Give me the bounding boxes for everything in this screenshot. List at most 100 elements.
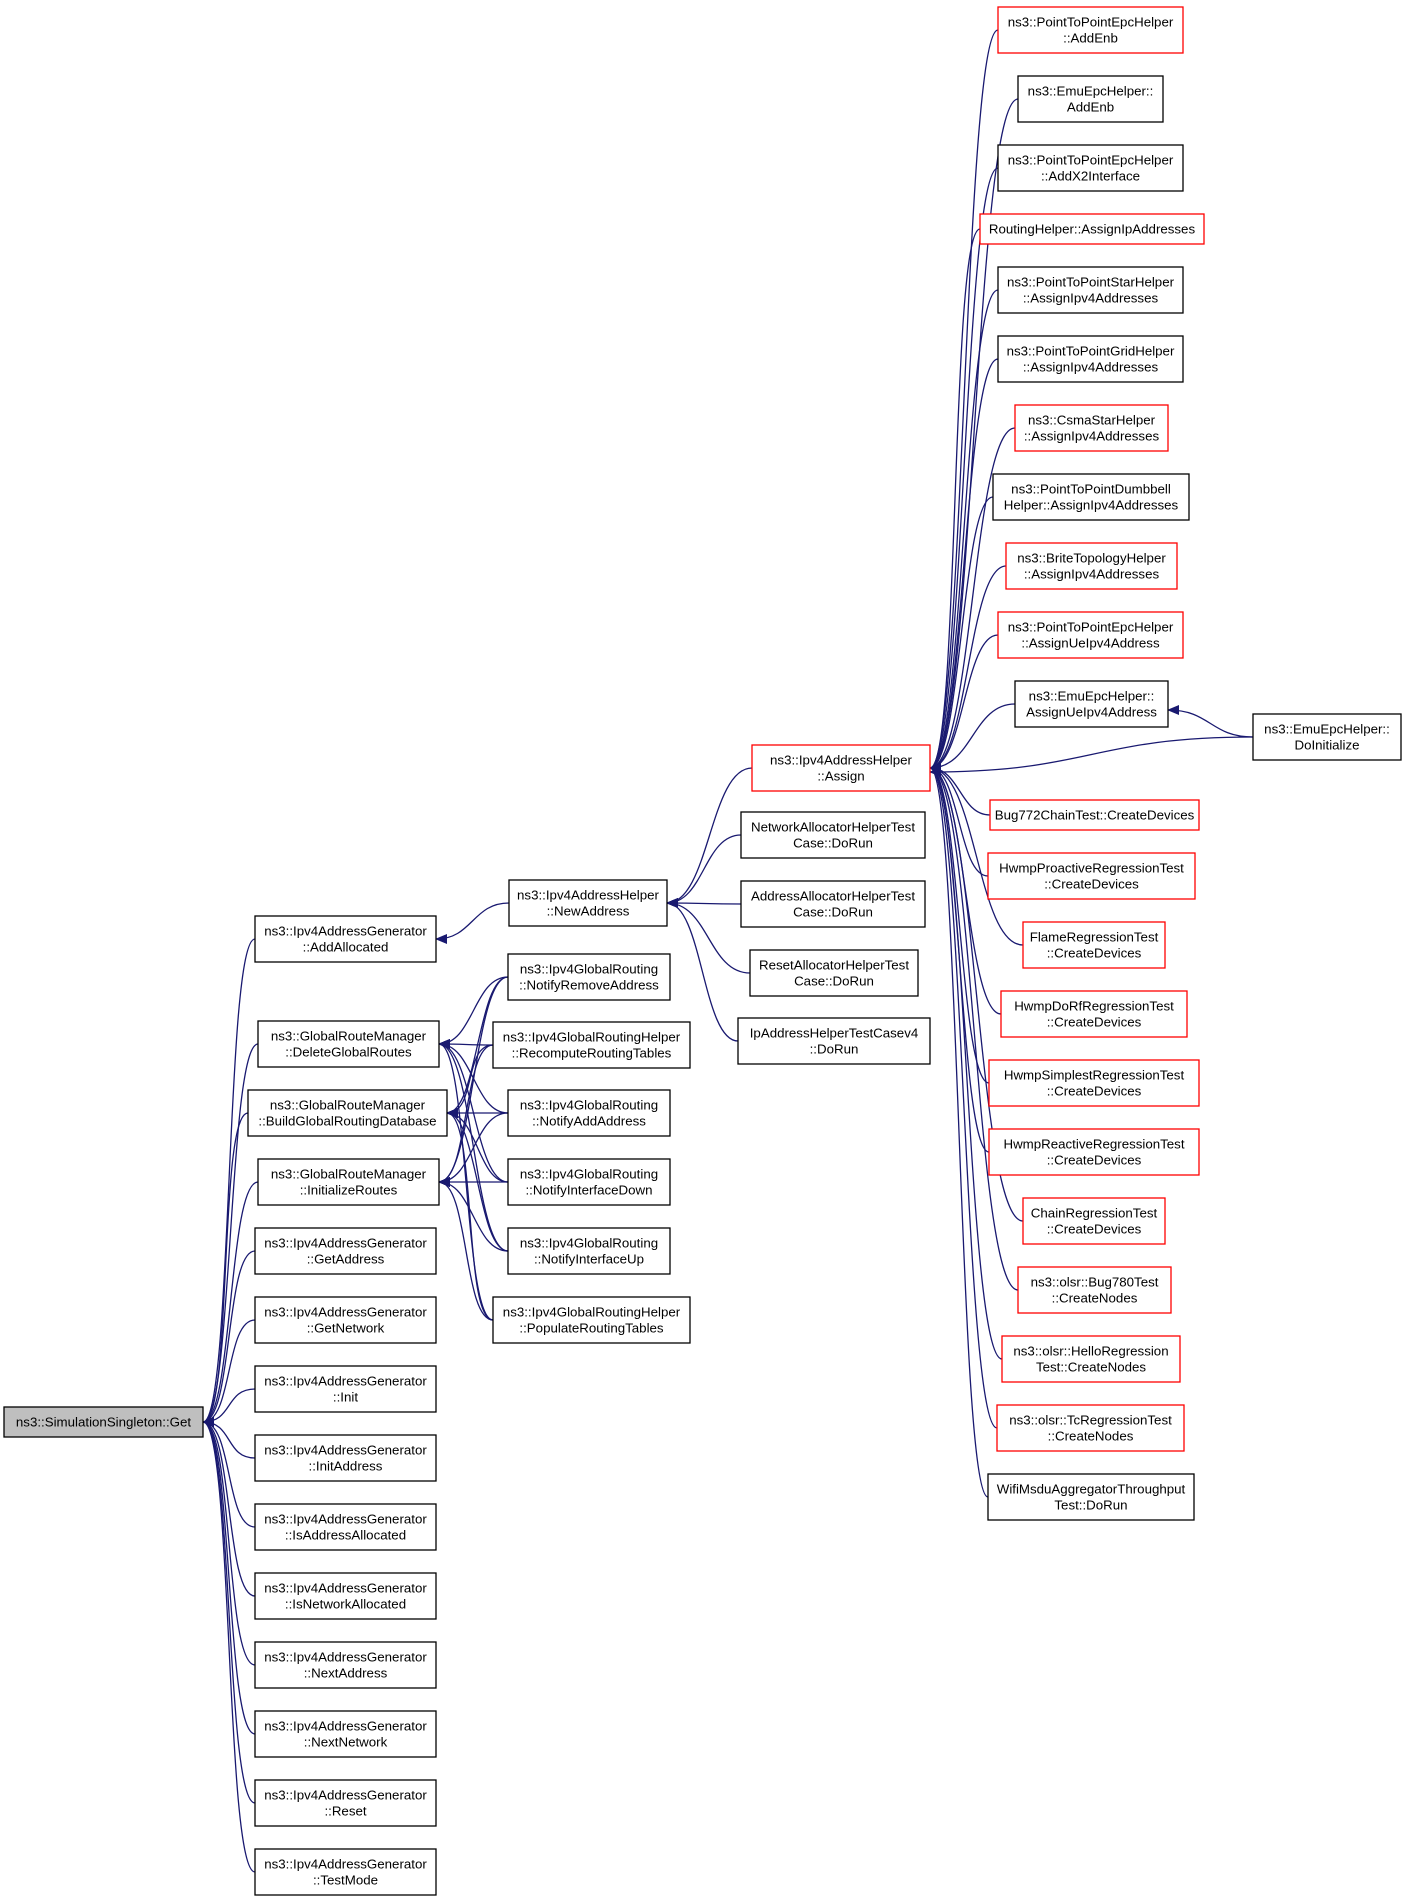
node-label-line: ::CreateDevices <box>1047 1153 1142 1168</box>
node-label-line: ::NotifyRemoveAddress <box>519 978 659 993</box>
node-grm-build[interactable]: ns3::GlobalRouteManager::BuildGlobalRout… <box>247 1089 448 1137</box>
node-emu-assignue[interactable]: ns3::EmuEpcHelper::AssignUeIpv4Address <box>1014 680 1169 728</box>
node-label-line: ns3::BriteTopologyHelper <box>1017 551 1166 566</box>
node-bug772[interactable]: Bug772ChainTest::CreateDevices <box>989 799 1200 831</box>
node-label-line: ns3::Ipv4AddressGenerator <box>264 1788 427 1803</box>
node-hwmp-reactive[interactable]: HwmpReactiveRegressionTest::CreateDevice… <box>988 1128 1200 1176</box>
node-box <box>997 6 1184 54</box>
node-gen-isnet[interactable]: ns3::Ipv4AddressGenerator::IsNetworkAllo… <box>254 1572 437 1620</box>
node-label-line: ns3::CsmaStarHelper <box>1028 413 1156 428</box>
node-p2pepc-addenb[interactable]: ns3::PointToPointEpcHelper::AddEnb <box>997 6 1184 54</box>
node-gen-testmode[interactable]: ns3::Ipv4AddressGenerator::TestMode <box>254 1848 437 1896</box>
node-csmastar-assign[interactable]: ns3::CsmaStarHelper::AssignIpv4Addresses <box>1014 404 1169 452</box>
node-gen-isaddr[interactable]: ns3::Ipv4AddressGenerator::IsAddressAllo… <box>254 1503 437 1551</box>
node-grh-populate[interactable]: ns3::Ipv4GlobalRoutingHelper::PopulateRo… <box>492 1296 691 1344</box>
call-edge-grh-recompute-to-grm-init <box>438 1044 494 1187</box>
node-flame-reg[interactable]: FlameRegressionTest::CreateDevices <box>1022 921 1166 969</box>
node-box <box>996 1404 1185 1452</box>
node-p2pgrid-assign[interactable]: ns3::PointToPointGridHelper::AssignIpv4A… <box>997 335 1184 383</box>
call-edge-gen-nextnet-to-root <box>202 1417 256 1735</box>
call-edge-flame-reg-to-helper-assign <box>929 763 1024 946</box>
node-p2pstar-assign[interactable]: ns3::PointToPointStarHelper::AssignIpv4A… <box>997 266 1184 314</box>
node-gr-notifyadd[interactable]: ns3::Ipv4GlobalRouting::NotifyAddAddress <box>507 1089 671 1137</box>
node-gr-notifyremove[interactable]: ns3::Ipv4GlobalRouting::NotifyRemoveAddr… <box>507 953 671 1001</box>
node-routing-assignip[interactable]: RoutingHelper::AssignIpAddresses <box>979 213 1205 245</box>
node-box <box>997 335 1184 383</box>
node-gen-init[interactable]: ns3::Ipv4AddressGenerator::Init <box>254 1365 437 1413</box>
node-emu-doinit[interactable]: ns3::EmuEpcHelper::DoInitialize <box>1252 713 1402 761</box>
node-box <box>492 1296 691 1344</box>
node-olsr-bug780[interactable]: ns3::olsr::Bug780Test::CreateNodes <box>1017 1266 1172 1314</box>
node-box <box>254 1710 437 1758</box>
call-edge-p2pdumb-assign-to-helper-assign <box>929 496 994 773</box>
node-label-line: ns3::Ipv4GlobalRouting <box>520 962 658 977</box>
node-box <box>254 1779 437 1827</box>
node-label-line: IpAddressHelperTestCasev4 <box>750 1026 919 1041</box>
edge-layer <box>202 29 1254 1873</box>
node-label-line: ns3::PointToPointEpcHelper <box>1008 620 1174 635</box>
node-label-line: ::CreateNodes <box>1052 1291 1138 1306</box>
node-gen-getnet[interactable]: ns3::Ipv4AddressGenerator::GetNetwork <box>254 1296 437 1344</box>
node-gen-reset[interactable]: ns3::Ipv4AddressGenerator::Reset <box>254 1779 437 1827</box>
node-label-line: ::RecomputeRoutingTables <box>512 1046 672 1061</box>
node-label-line: ns3::Ipv4GlobalRoutingHelper <box>503 1305 681 1320</box>
call-edge-gen-isnet-to-root <box>202 1417 256 1597</box>
node-helper-assign[interactable]: ns3::Ipv4AddressHelper::Assign <box>751 744 931 792</box>
call-edge-emu-assignue-to-helper-assign <box>929 703 1016 773</box>
node-gen-addalloc[interactable]: ns3::Ipv4AddressGenerator::AddAllocated <box>254 915 437 963</box>
node-emu-addenb[interactable]: ns3::EmuEpcHelper::AddEnb <box>1017 75 1164 123</box>
node-label-line: ::NotifyInterfaceUp <box>534 1252 644 1267</box>
node-label-line: WifiMsduAggregatorThroughput <box>997 1482 1186 1497</box>
node-olsr-tc[interactable]: ns3::olsr::TcRegressionTest::CreateNodes <box>996 1404 1185 1452</box>
node-label-line: ::CreateDevices <box>1047 946 1142 961</box>
node-p2pepc-assignue[interactable]: ns3::PointToPointEpcHelper::AssignUeIpv4… <box>997 611 1184 659</box>
node-box <box>1017 75 1164 123</box>
node-p2pdumb-assign[interactable]: ns3::PointToPointDumbbellHelper::AssignI… <box>992 473 1190 521</box>
node-label-line: ns3::olsr::Bug780Test <box>1031 1275 1159 1290</box>
node-helper-newaddr[interactable]: ns3::Ipv4AddressHelper::NewAddress <box>508 879 668 927</box>
node-gen-getaddr[interactable]: ns3::Ipv4AddressGenerator::GetAddress <box>254 1227 437 1275</box>
node-label-line: ::Init <box>333 1390 358 1405</box>
node-brite-assign[interactable]: ns3::BriteTopologyHelper::AssignIpv4Addr… <box>1005 542 1178 590</box>
node-chain-reg[interactable]: ChainRegressionTest::CreateDevices <box>1022 1197 1166 1245</box>
node-grm-init[interactable]: ns3::GlobalRouteManager::InitializeRoute… <box>257 1158 440 1206</box>
node-label-line: ns3::PointToPointDumbbell <box>1011 482 1171 497</box>
node-hwmp-proactive[interactable]: HwmpProactiveRegressionTest::CreateDevic… <box>987 852 1196 900</box>
call-edge-grh-populate-to-grm-build <box>446 1108 494 1321</box>
node-label-line: ::AddEnb <box>1063 31 1118 46</box>
node-gr-ifdown[interactable]: ns3::Ipv4GlobalRouting::NotifyInterfaceD… <box>507 1158 671 1206</box>
node-box <box>1252 713 1402 761</box>
node-p2pepc-addx2[interactable]: ns3::PointToPointEpcHelper::AddX2Interfa… <box>997 144 1184 192</box>
node-box <box>254 1572 437 1620</box>
node-iph-test[interactable]: IpAddressHelperTestCasev4::DoRun <box>737 1017 931 1065</box>
node-box <box>1001 1335 1181 1383</box>
call-edge-p2pepc-assignue-to-helper-assign <box>929 634 999 773</box>
node-label-line: ::AssignUeIpv4Address <box>1021 636 1160 651</box>
node-label-line: ns3::Ipv4AddressGenerator <box>264 1719 427 1734</box>
node-grh-recompute[interactable]: ns3::Ipv4GlobalRoutingHelper::RecomputeR… <box>492 1021 691 1069</box>
node-grm-delete[interactable]: ns3::GlobalRouteManager::DeleteGlobalRou… <box>257 1020 440 1068</box>
node-label-line: ::Assign <box>817 769 864 784</box>
node-label-line: AddressAllocatorHelperTest <box>751 889 915 904</box>
node-gen-nextnet[interactable]: ns3::Ipv4AddressGenerator::NextNetwork <box>254 1710 437 1758</box>
node-gen-initaddr[interactable]: ns3::Ipv4AddressGenerator::InitAddress <box>254 1434 437 1482</box>
call-edge-iph-test-to-helper-newaddr <box>666 898 739 1042</box>
call-edge-grm-init-to-root <box>202 1181 259 1427</box>
node-label-line: ns3::Ipv4GlobalRoutingHelper <box>503 1030 681 1045</box>
node-olsr-hello[interactable]: ns3::olsr::HelloRegressionTest::CreateNo… <box>1001 1335 1181 1383</box>
call-edge-gen-addalloc-to-root <box>202 938 256 1427</box>
node-label-line: ns3::PointToPointEpcHelper <box>1008 15 1174 30</box>
call-edge-rah-test-to-helper-newaddr <box>666 898 751 974</box>
node-box <box>3 1406 204 1438</box>
node-hwmp-simplest[interactable]: HwmpSimplestRegressionTest::CreateDevice… <box>988 1059 1200 1107</box>
node-label-line: Case::DoRun <box>793 905 873 920</box>
node-hwmp-dorf[interactable]: HwmpDoRfRegressionTest::CreateDevices <box>1000 990 1188 1038</box>
node-gr-ifup[interactable]: ns3::Ipv4GlobalRouting::NotifyInterfaceU… <box>507 1227 671 1275</box>
node-gen-nextaddr[interactable]: ns3::Ipv4AddressGenerator::NextAddress <box>254 1641 437 1689</box>
node-label-line: ns3::PointToPointGridHelper <box>1007 344 1175 359</box>
node-label-line: ns3::Ipv4AddressGenerator <box>264 1305 427 1320</box>
